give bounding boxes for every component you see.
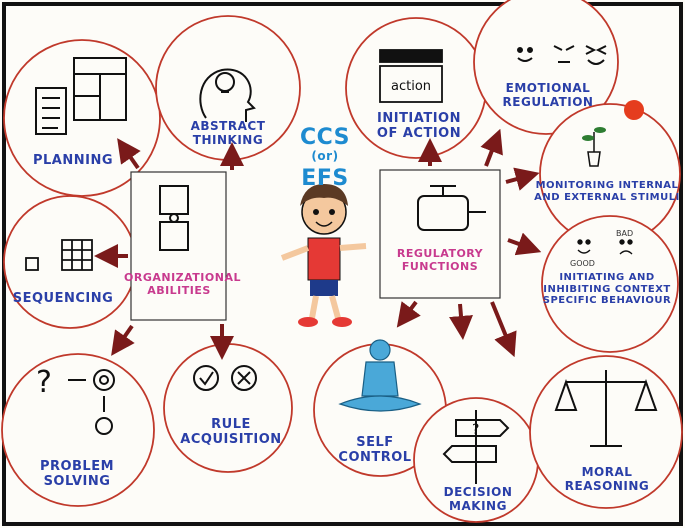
question-gear-bulb-icon	[68, 369, 115, 435]
label-self-control: SELF CONTROL	[338, 435, 412, 465]
circle-rule-acquisition	[163, 343, 293, 473]
arrow-to-planning	[117, 138, 141, 170]
clapper-text: action	[391, 79, 431, 94]
label-abstract-thinking: ABSTRACT THINKING	[190, 119, 266, 147]
arrow-to-emotional	[480, 128, 503, 167]
label-initiation-of-action: INITIATION OF ACTION	[376, 111, 462, 141]
question-mark-icon: ?	[36, 365, 52, 400]
arrow-to-initiating	[507, 232, 542, 256]
label-regulatory-functions: REGULATORY FUNCTIONS	[396, 247, 484, 273]
label-moral-reasoning: MORAL REASONING	[564, 465, 650, 493]
arrow-to-moral	[490, 301, 517, 358]
boy-character	[280, 184, 367, 327]
label-organizational-abilities: ORGANIZATIONAL ABILITIES	[124, 271, 241, 297]
bad-label: BAD	[616, 229, 633, 238]
circle-emotional-regulation	[473, 0, 619, 135]
regulatory-box	[379, 169, 501, 299]
title-efs: EFS	[301, 166, 349, 191]
label-sequencing: SEQUENCING	[12, 291, 114, 306]
circle-initiating-inhibiting	[541, 215, 679, 353]
title-ccs: CCS	[299, 125, 351, 150]
head-bulb-icon	[199, 68, 256, 122]
signpost-question: ?	[472, 422, 479, 438]
label-emotional-regulation: EMOTIONAL REGULATION	[502, 81, 594, 109]
planning-icon	[35, 57, 127, 135]
organizational-box	[130, 171, 227, 321]
circle-sequencing	[3, 195, 137, 329]
meditation-icon	[338, 339, 422, 412]
arrow-to-problem	[111, 324, 135, 356]
plant-sun-icon	[582, 100, 644, 167]
circle-problem-solving	[1, 353, 155, 507]
label-monitoring: MONITORING INTERNAL AND EXTERNAL STIMULI	[534, 180, 680, 203]
check-cross-icon	[193, 365, 257, 391]
motor-icon	[417, 185, 486, 231]
signpost-icon	[442, 410, 510, 484]
cubes-icon	[25, 239, 93, 271]
label-planning: PLANNING	[32, 153, 114, 168]
arrow-to-monitoring	[505, 167, 540, 191]
label-initiating-inhibiting: INITIATING AND INHIBITING CONTEXT SPECIF…	[542, 272, 672, 306]
good-label: GOOD	[570, 259, 595, 268]
scales-icon	[554, 370, 658, 447]
clapper-icon	[379, 49, 443, 103]
label-rule-acquisition: RULE ACQUISITION	[180, 417, 282, 447]
good-bad-faces-icon	[577, 239, 633, 255]
faces-icon	[517, 45, 607, 65]
label-decision-making: DECISION MAKING	[443, 485, 513, 513]
puzzle-icon	[159, 185, 189, 251]
title-or: (or)	[311, 149, 339, 163]
arrow-to-decision	[449, 303, 473, 340]
label-problem-solving: PROBLEM SOLVING	[39, 459, 115, 489]
arrow-to-self-control	[396, 300, 421, 328]
